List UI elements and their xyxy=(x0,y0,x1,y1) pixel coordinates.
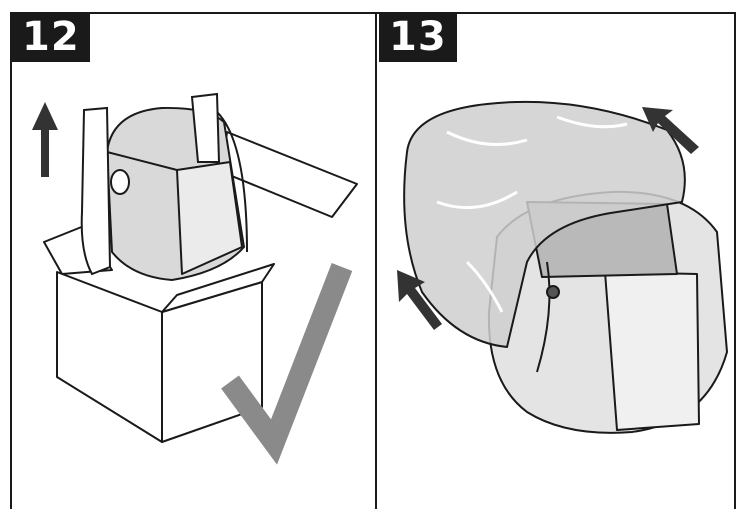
up-arrow-icon xyxy=(32,102,58,177)
pull-arrow-icon xyxy=(397,270,442,330)
checkmark-icon xyxy=(221,263,353,465)
step-13-panel: 13 xyxy=(377,12,734,509)
panel-divider xyxy=(375,12,377,509)
step-12-panel: 12 xyxy=(12,12,375,509)
device-in-box xyxy=(106,106,248,281)
step-13-illustration xyxy=(397,100,728,434)
pull-arrow-icon xyxy=(642,107,699,154)
cardboard-box xyxy=(43,131,358,443)
instruction-frame xyxy=(10,12,736,509)
step-12-illustration xyxy=(32,92,358,465)
device-body xyxy=(487,190,728,434)
hands xyxy=(80,92,221,276)
plastic-bag xyxy=(403,100,686,348)
step-number-badge: 13 xyxy=(379,12,457,62)
step-number-badge: 12 xyxy=(12,12,90,62)
